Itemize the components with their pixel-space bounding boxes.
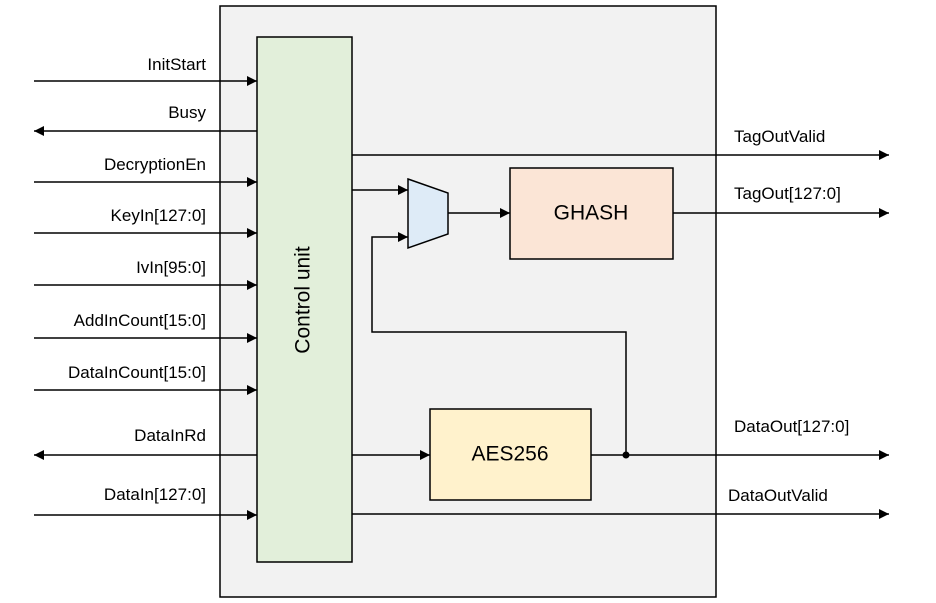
aes-feedback-line [371, 232, 627, 455]
busy-label: Busy [168, 103, 206, 122]
control-unit-block [256, 36, 353, 563]
aes256-block [429, 408, 592, 501]
data-out-valid-label: DataOutValid [728, 486, 828, 505]
aes256-label: AES256 [471, 443, 548, 466]
ghash-label: GHASH [554, 202, 629, 225]
data-out-label: DataOut[127:0] [734, 417, 849, 436]
data-in-rd-label: DataInRd [134, 426, 206, 445]
data-in-count-label: DataInCount[15:0] [68, 363, 206, 382]
init-start-label: InitStart [147, 55, 206, 74]
tag-out-valid-label: TagOutValid [734, 127, 825, 146]
key-in-label: KeyIn[127:0] [111, 206, 206, 225]
tag-out-label: TagOut[127:0] [734, 184, 841, 203]
control-unit-label: Control unit [292, 246, 315, 354]
ghash-block [509, 167, 674, 260]
iv-in-label: IvIn[95:0] [136, 258, 206, 277]
multiplexer-icon [407, 177, 449, 250]
add-in-count-label: AddInCount[15:0] [74, 311, 206, 330]
decryption-en-label: DecryptionEn [104, 155, 206, 174]
data-in-label: DataIn[127:0] [104, 485, 206, 504]
